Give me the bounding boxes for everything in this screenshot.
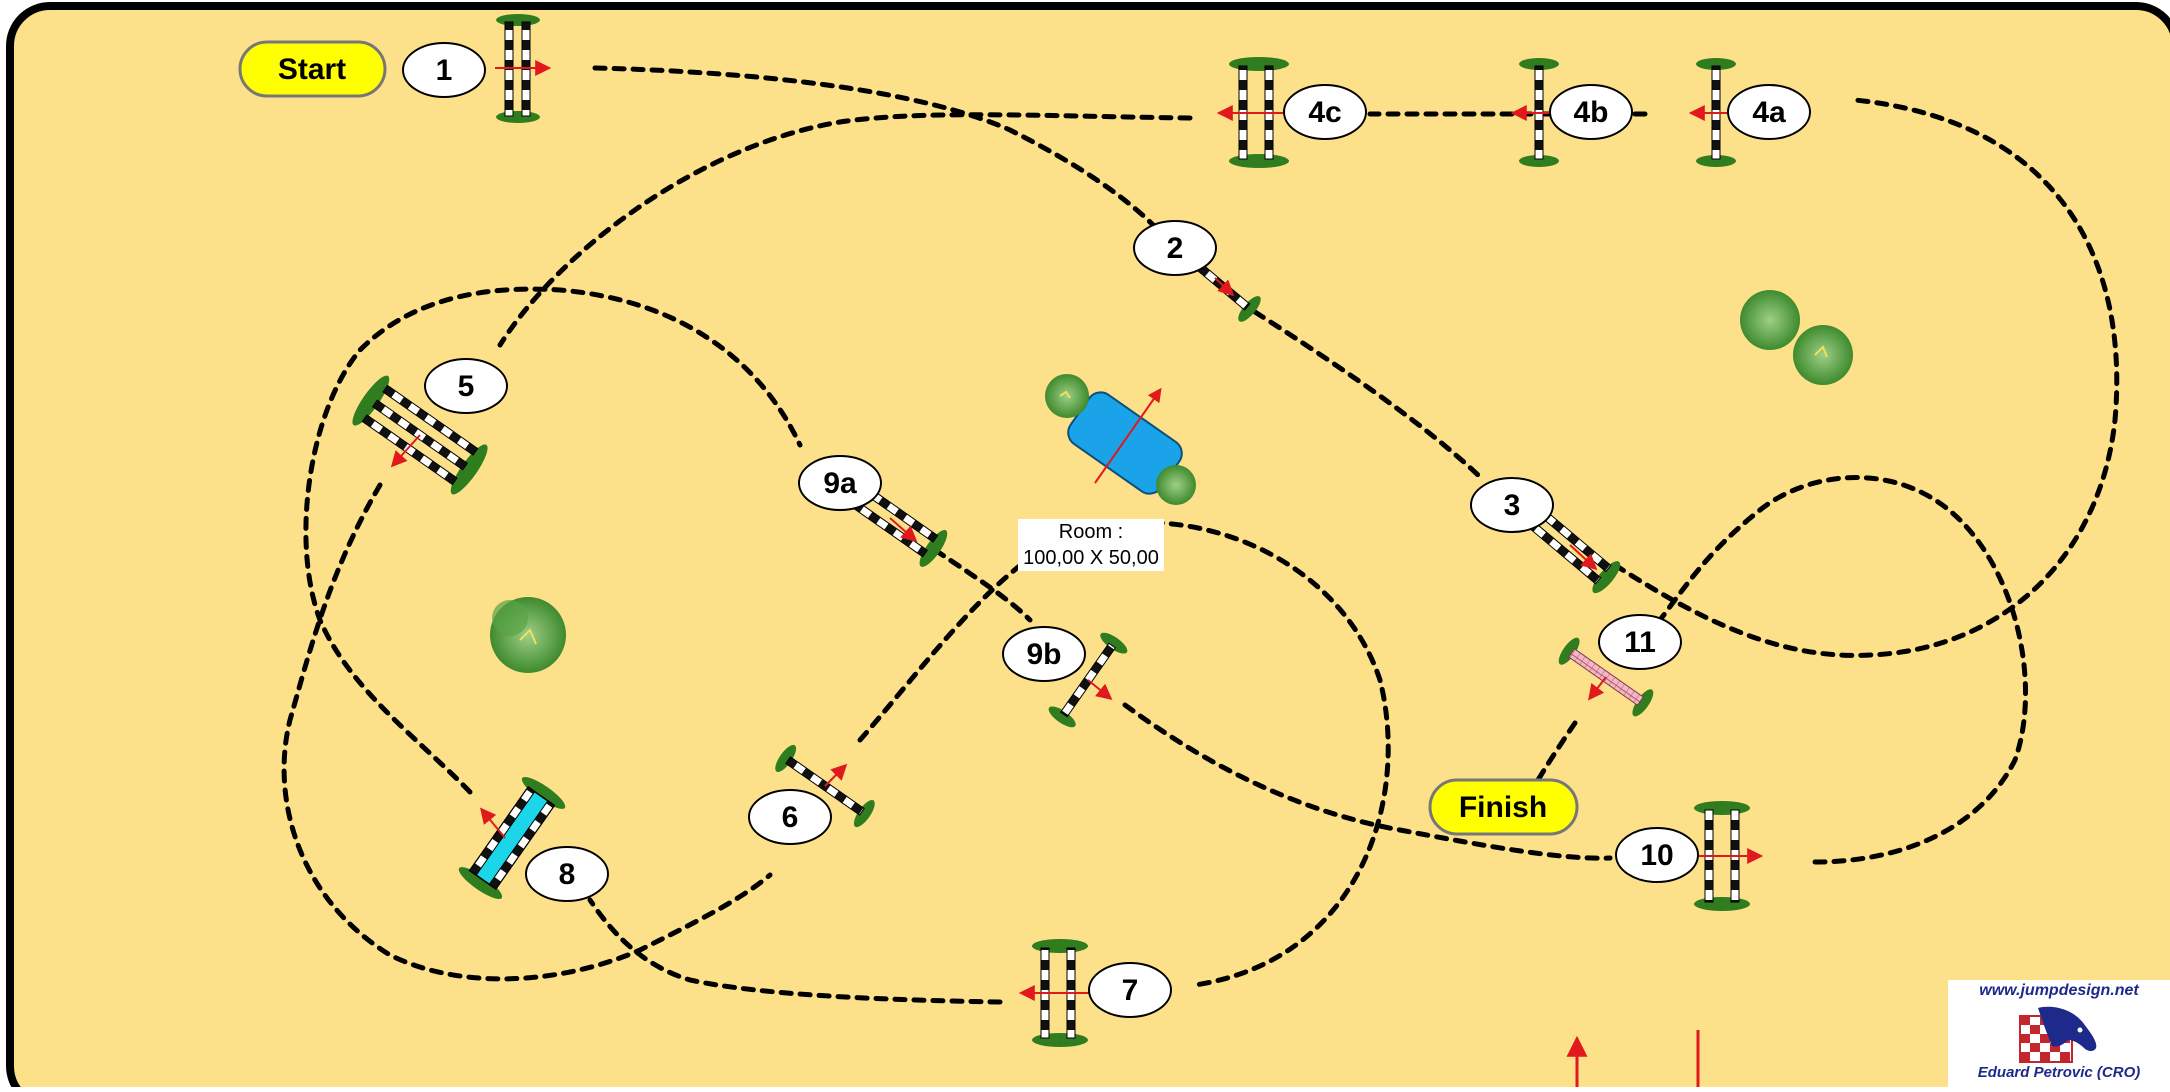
route-10-11 xyxy=(1657,475,2029,865)
obstacle-1 xyxy=(495,14,552,123)
room-label-title: Room : xyxy=(1058,521,1124,543)
room-label-size: 100,00 X 50,00 xyxy=(1023,547,1159,569)
number-7: 7 xyxy=(1088,962,1172,1018)
route-3-4a xyxy=(1612,97,2120,658)
number-7-text: 7 xyxy=(1122,974,1139,1007)
number-11-text: 11 xyxy=(1624,626,1656,659)
number-9a-text: 9a xyxy=(823,467,857,500)
number-3-text: 3 xyxy=(1504,489,1521,522)
start-label: Start xyxy=(238,40,387,98)
number-8: 8 xyxy=(525,846,609,902)
obstacle-3-arrow xyxy=(1569,544,1598,571)
finish-text: Finish xyxy=(1459,791,1547,824)
bush-icon xyxy=(1156,465,1196,505)
number-4b-text: 4b xyxy=(1573,96,1608,129)
obstacle-8 xyxy=(458,776,566,900)
obstacle-2-arrow xyxy=(1214,277,1235,297)
tree-decoration xyxy=(490,290,1853,673)
number-2-text: 2 xyxy=(1167,232,1184,265)
obstacle-11-arrow xyxy=(1588,676,1607,701)
designer-credit: www.jumpdesign.net Eduard Petrovic (CRO) xyxy=(1948,980,2170,1087)
route-9b-10 xyxy=(1122,702,1613,861)
entry-markers xyxy=(1566,1030,1700,1087)
number-4a-text: 4a xyxy=(1752,96,1786,129)
number-9b: 9b xyxy=(1002,626,1086,682)
number-4b: 4b xyxy=(1549,84,1633,140)
finish-label: Finish xyxy=(1428,778,1579,836)
start-text: Start xyxy=(278,53,346,86)
route-7-8 xyxy=(587,897,1003,1005)
route-4c-5 xyxy=(497,112,1193,348)
obstacle-4b xyxy=(1510,58,1560,167)
route-9a-9b xyxy=(932,547,1033,623)
route-2-3 xyxy=(1252,309,1481,478)
number-11: 11 xyxy=(1598,614,1682,670)
number-2: 2 xyxy=(1133,220,1217,276)
route-8-9a xyxy=(303,286,803,795)
bush-icon xyxy=(490,597,566,673)
route-6-7 xyxy=(857,519,1391,988)
obstacle-5-arrow xyxy=(390,434,421,468)
obstacle-8-arrow xyxy=(479,807,506,839)
number-4c: 4c xyxy=(1283,84,1367,140)
number-10-text: 10 xyxy=(1640,839,1673,872)
number-6: 6 xyxy=(748,789,832,845)
route-5-6 xyxy=(281,482,773,982)
number-10: 10 xyxy=(1615,827,1699,883)
number-1-text: 1 xyxy=(436,54,453,87)
obstacle-7 xyxy=(1018,939,1090,1047)
number-4a: 4a xyxy=(1727,84,1811,140)
obstacle-9b-arrow xyxy=(1087,679,1113,701)
credit-url: www.jumpdesign.net xyxy=(1979,982,2139,999)
number-9a: 9a xyxy=(798,455,882,511)
number-8-text: 8 xyxy=(559,858,576,891)
room-size-label: Room : 100,00 X 50,00 xyxy=(1018,519,1164,571)
obstacle-10 xyxy=(1690,801,1764,911)
number-6-text: 6 xyxy=(782,801,799,834)
bush-icon xyxy=(1045,374,1089,418)
number-9b-text: 9b xyxy=(1026,638,1061,671)
number-4c-text: 4c xyxy=(1308,96,1341,129)
number-5: 5 xyxy=(424,358,508,414)
number-1: 1 xyxy=(402,42,486,98)
bush-icon xyxy=(1740,290,1853,385)
croatian-horse-logo-icon xyxy=(2019,1006,2097,1063)
obstacle-6-arrow xyxy=(824,763,848,787)
number-3: 3 xyxy=(1470,477,1554,533)
credit-author: Eduard Petrovic (CRO) xyxy=(1977,1064,2141,1081)
number-5-text: 5 xyxy=(458,370,475,403)
obstacle-4c xyxy=(1216,57,1290,168)
obstacle-9a-arrow xyxy=(889,517,918,543)
